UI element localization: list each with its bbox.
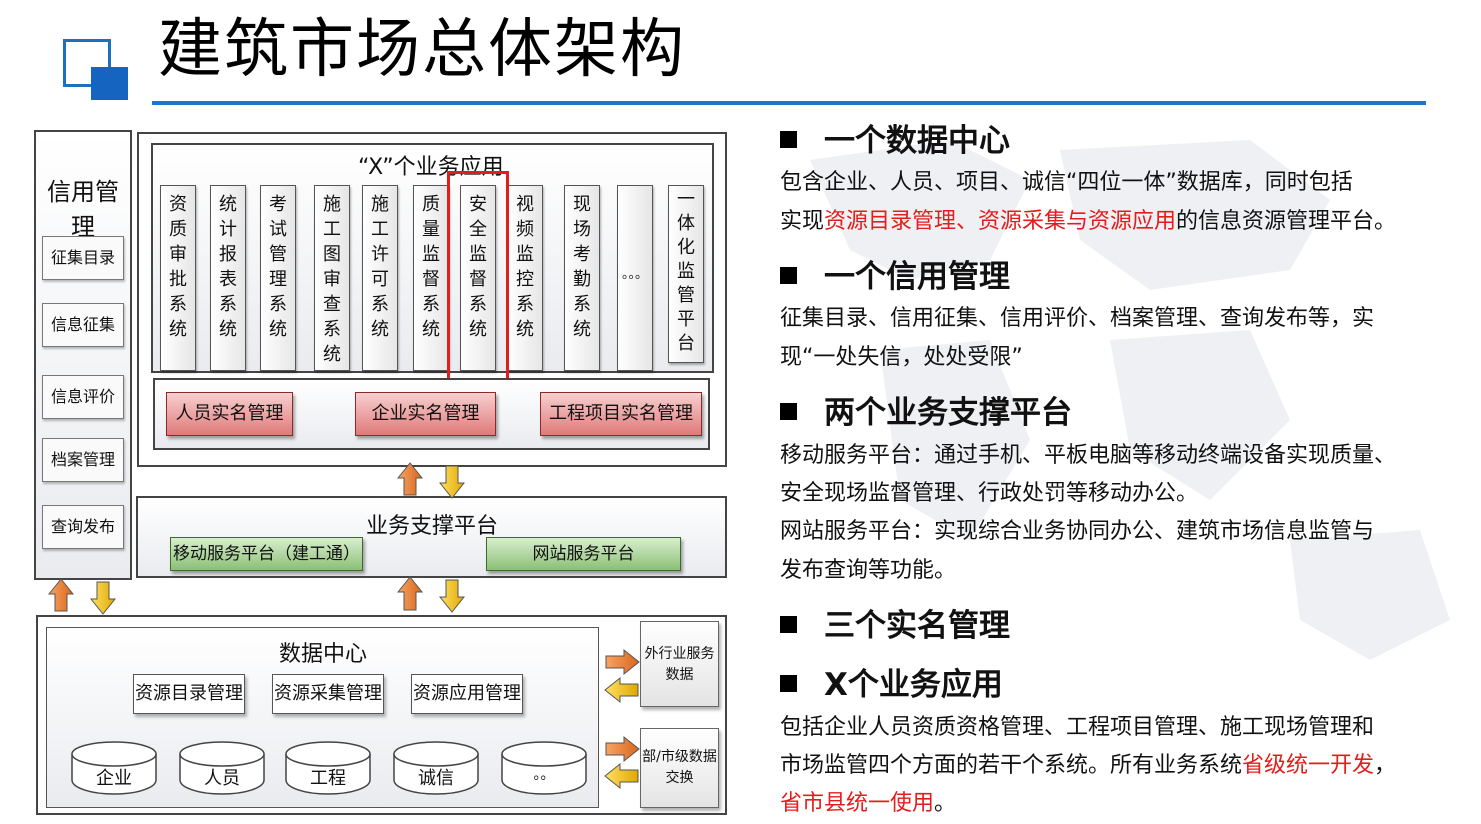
credit-management-title: 信用管理 [47,178,119,241]
bullet-square-icon [780,403,797,420]
db-label-enterprise: 企业 [96,768,132,789]
para-support-line3: 网站服务平台：实现综合业务协同办公、建筑市场信息监管与 [780,519,1375,544]
system-more-ellipsis[interactable]: 。。。 [617,185,653,371]
system-safety-supervision[interactable]: 安全监督系统 [460,185,496,371]
para-support-line4: 发布查询等功能。 [780,558,957,583]
heading-business-apps: X个业务应用 [780,665,1003,705]
logo-square [91,67,128,100]
project-realname-button[interactable]: 工程项目实名管理 [540,392,702,436]
resource-catalog-button[interactable]: 资源目录管理 [133,674,245,714]
arrow-right-icon [605,648,640,676]
resource-collection-button[interactable]: 资源采集管理 [272,674,384,714]
resource-application-button[interactable]: 资源应用管理 [411,674,523,714]
para-apps-line2: 市场监管四个方面的若干个系统。所有业务系统省级统一开发， [780,753,1397,778]
para-support-line2: 安全现场监督管理、行政处罚等移动办公。 [780,481,1199,506]
system-site-attendance[interactable]: 现场考勤系统 [564,185,600,371]
heading-support-platforms: 两个业务支撑平台 [780,393,1072,433]
credit-item-info-evaluation[interactable]: 信息评价 [42,375,124,419]
database-cylinders [71,741,587,795]
arrow-down-icon [438,579,466,613]
bullet-square-icon [780,267,797,284]
para-data-center-line2: 实现资源目录管理、资源采集与资源应用的信息资源管理平台。 [780,209,1397,234]
system-exam-management[interactable]: 考试管理系统 [260,185,296,371]
para-credit-line2: 现“一处失信，处处受限” [780,345,1023,370]
arrow-left-icon [604,762,639,790]
external-industry-data-box[interactable]: 外行业服务数据 [640,621,719,707]
credit-item-collection-catalog[interactable]: 征集目录 [42,236,124,280]
system-integrated-supervision-platform[interactable]: 一体化监管平台 [668,185,704,363]
arrow-down-icon [89,581,117,615]
credit-item-info-collection[interactable]: 信息征集 [42,303,124,347]
arrow-right-icon [605,735,640,763]
person-realname-button[interactable]: 人员实名管理 [166,392,293,436]
title-divider [152,101,1426,105]
heading-data-center: 一个数据中心 [780,121,1010,161]
background-map-icon [810,140,1450,660]
page-title: 建筑市场总体架构 [158,13,686,87]
db-label-project: 工程 [310,768,346,789]
logo-outline [63,39,111,87]
para-apps-line3: 省市县统一使用。 [780,791,957,816]
db-cylinder-more-icon [501,741,587,795]
para-data-center-line1: 包含企业、人员、项目、诚信“四位一体”数据库，同时包括 [780,170,1353,195]
mobile-service-platform-button[interactable]: 移动服务平台（建工通） [170,537,363,571]
bullet-square-icon [780,675,797,692]
arrow-up-icon [396,576,424,611]
business-apps-title: “X”个业务应用 [358,155,504,180]
system-qualification-approval[interactable]: 资质审批系统 [160,185,196,371]
db-cylinder-credit-icon [393,741,479,795]
db-cylinder-project-icon [285,741,371,795]
credit-item-archive-management[interactable]: 档案管理 [42,438,124,482]
para-credit-line1: 征集目录、信用征集、信用评价、档案管理、查询发布等，实 [780,306,1375,331]
support-platform-title: 业务支撑平台 [366,514,499,539]
system-construction-drawing-review[interactable]: 施工图审查系统 [314,185,350,371]
arrow-up-icon [47,578,75,612]
db-label-person: 人员 [204,768,240,789]
bullet-square-icon [780,616,797,633]
system-video-monitoring[interactable]: 视频监控系统 [507,185,543,371]
enterprise-realname-button[interactable]: 企业实名管理 [355,392,496,436]
heading-credit-management: 一个信用管理 [780,257,1010,297]
para-support-line1: 移动服务平台：通过手机、平板电脑等移动终端设备实现质量、 [780,443,1397,468]
para-apps-line1: 包括企业人员资质资格管理、工程项目管理、施工现场管理和 [780,715,1375,740]
data-center-title: 数据中心 [279,642,368,667]
arrow-up-icon [396,462,424,496]
system-construction-permit[interactable]: 施工许可系统 [362,185,398,371]
db-cylinder-person-icon [179,741,265,795]
db-cylinder-enterprise-icon [71,741,157,795]
web-service-platform-button[interactable]: 网站服务平台 [486,537,681,571]
bullet-square-icon [780,131,797,148]
arrow-left-icon [604,676,639,704]
arrows-layer [47,462,640,790]
credit-item-query-publish[interactable]: 查询发布 [42,505,124,549]
heading-realname-management: 三个实名管理 [780,606,1010,646]
ministry-city-data-exchange-box[interactable]: 部/市级数据交换 [640,728,719,808]
arrow-down-icon [438,465,466,499]
db-label-credit: 诚信 [418,768,454,789]
db-label-more: 。。 [533,767,555,783]
system-statistics-reports[interactable]: 统计报表系统 [210,185,246,371]
